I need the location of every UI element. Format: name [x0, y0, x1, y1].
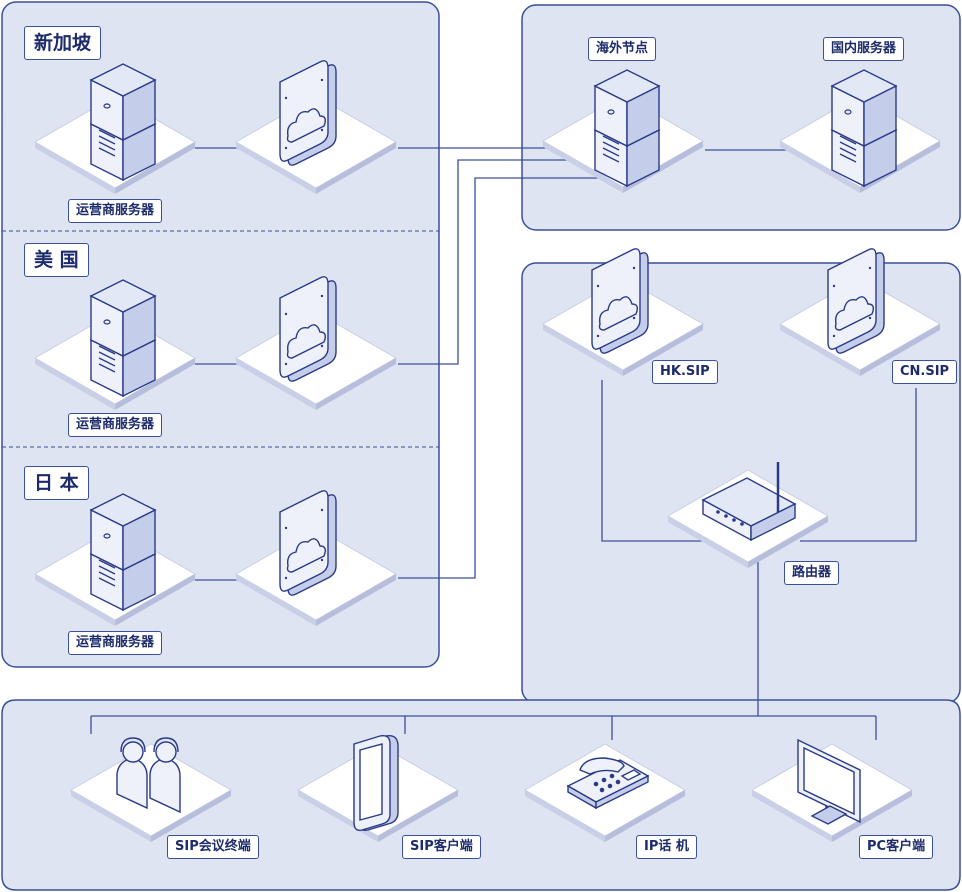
server-icon — [90, 493, 156, 611]
region-label-singapore: 新加坡 — [24, 26, 102, 60]
server-icon — [594, 69, 660, 187]
cn-sip-label: CN.SIP — [892, 360, 958, 384]
desk-phone-icon — [566, 757, 650, 810]
region-label-japan: 日 本 — [24, 466, 89, 500]
server-label-japan: 运营商服务器 — [68, 631, 163, 655]
pc-client-label: PC客户端 — [859, 835, 934, 859]
headset-people-icon — [116, 737, 181, 814]
connection-lines — [90, 147, 917, 740]
sip-client-label: SIP客户端 — [402, 835, 481, 859]
server-label-singapore: 运营商服务器 — [68, 199, 163, 223]
smartphone-icon — [353, 734, 399, 832]
server-icon — [831, 69, 897, 187]
hk-sip-label: HK.SIP — [652, 360, 718, 384]
overseas-node-label: 海外节点 — [588, 37, 657, 61]
server-icon — [90, 63, 156, 181]
server-label-usa: 运营商服务器 — [68, 413, 163, 437]
conference-terminal-label: SIP会议终端 — [167, 835, 259, 859]
domestic-server-label: 国内服务器 — [823, 37, 905, 61]
region-label-usa: 美 国 — [24, 243, 89, 277]
monitor-icon — [797, 738, 861, 825]
server-icon — [90, 279, 156, 397]
router-label: 路由器 — [784, 561, 840, 585]
router-icon — [701, 462, 797, 542]
ip-phone-label: IP话 机 — [636, 835, 697, 859]
